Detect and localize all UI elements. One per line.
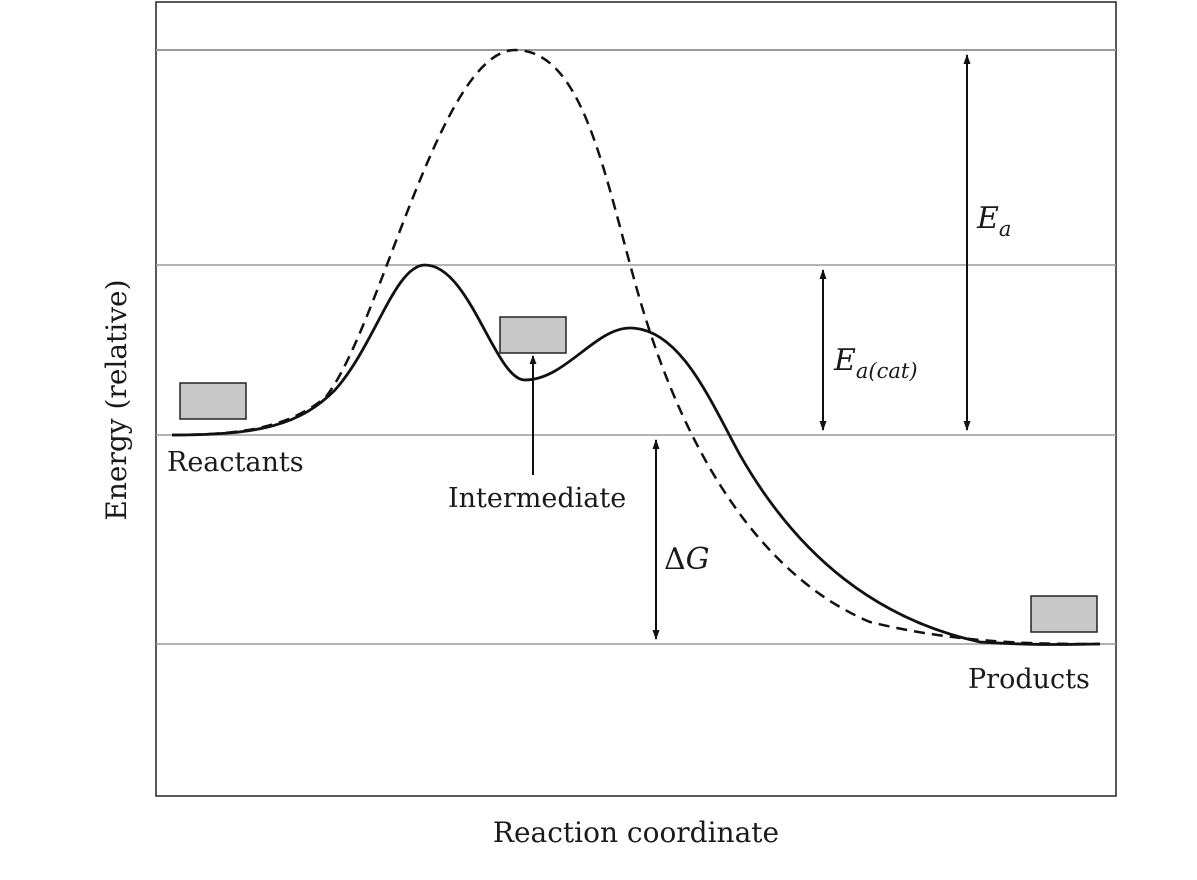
reactants-box (179, 382, 247, 420)
ea-label: Ea (976, 201, 1011, 241)
y-axis-label: Energy (relative) (100, 279, 133, 520)
products-label: Products (968, 664, 1090, 695)
products-box (1030, 595, 1098, 633)
intermediate-label: Intermediate (448, 483, 626, 514)
delta-g-label: ΔG (664, 542, 710, 577)
intermediate-box (499, 316, 567, 354)
uncatalyzed-curve (171, 48, 1101, 646)
reactants-label: Reactants (167, 447, 304, 478)
plot-frame (155, 1, 1117, 797)
ea-cat-label: Ea(cat) (833, 343, 918, 383)
catalyzed-curve (171, 263, 1101, 646)
x-axis-label: Reaction coordinate (493, 816, 779, 849)
